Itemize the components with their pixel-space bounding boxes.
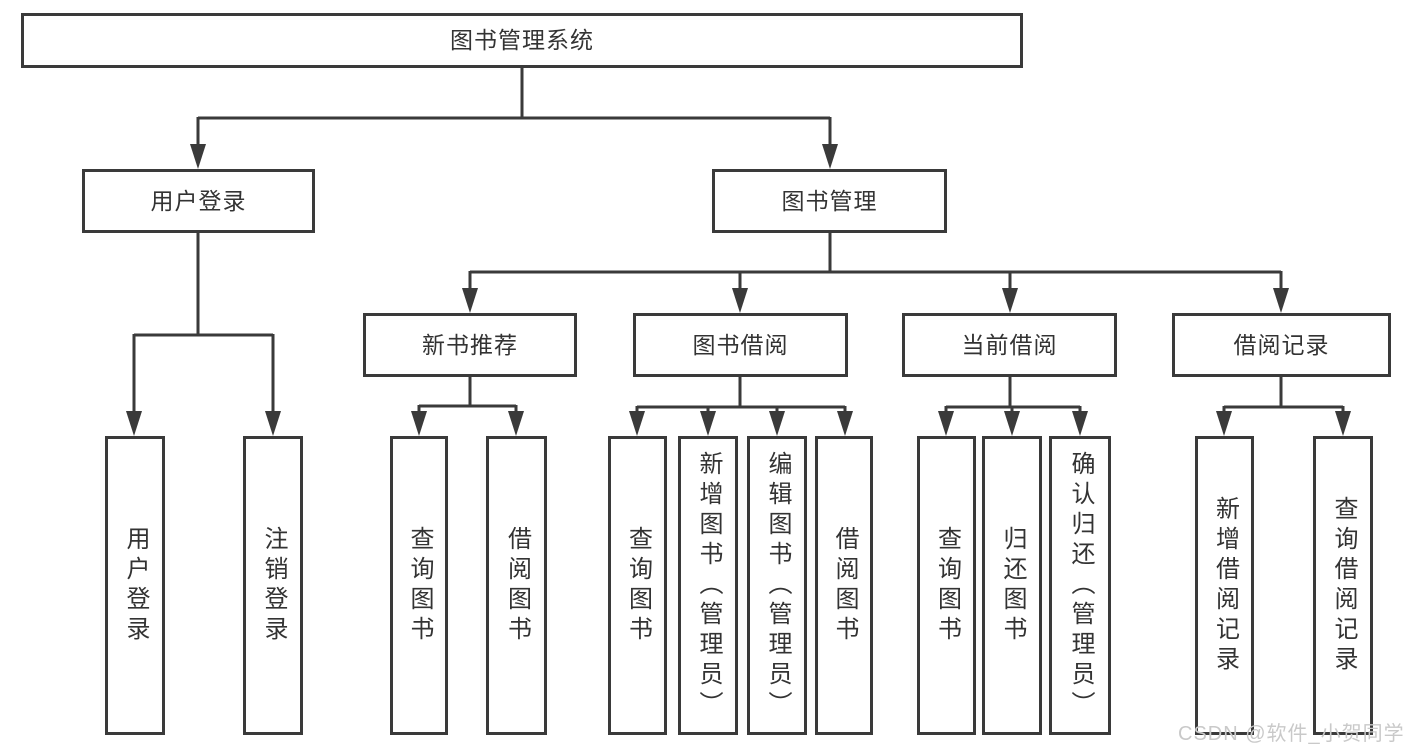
csdn-watermark: CSDN @软件_小贺同学: [1178, 723, 1405, 745]
leaf-add-books-admin: 新增图书（管理员）: [678, 436, 738, 735]
leaf-query-books-current: 查询图书: [917, 436, 976, 735]
leaf-query-books-recommend: 查询图书: [390, 436, 448, 735]
arrowhead-cb-confirm: [1072, 411, 1088, 436]
leaf-user-login: 用户登录: [105, 436, 165, 735]
arrowhead-user-login: [190, 144, 206, 169]
node-user-login: 用户登录: [82, 169, 315, 233]
arrowhead-book-borrow: [732, 288, 748, 313]
node-library-system: 图书管理系统: [21, 13, 1023, 68]
leaf-add-borrow-record: 新增借阅记录: [1195, 436, 1254, 735]
arrowhead-bb-query: [629, 411, 645, 436]
arrowhead-current-borrow: [1002, 288, 1018, 313]
arrowhead-br-add: [1216, 411, 1232, 436]
node-current-borrowing: 当前借阅: [902, 313, 1117, 377]
arrowhead-nb-query: [411, 411, 427, 436]
arrowhead-nb-borrow: [508, 411, 524, 436]
arrowhead-new-book: [462, 288, 478, 313]
leaf-query-borrow-record: 查询借阅记录: [1313, 436, 1373, 735]
arrowhead-leaf-login: [126, 411, 142, 436]
arrowhead-bb-borrow: [837, 411, 853, 436]
leaf-borrow-books-recommend: 借阅图书: [486, 436, 547, 735]
arrowhead-br-query: [1335, 411, 1351, 436]
leaf-query-books-borrowing: 查询图书: [608, 436, 667, 735]
arrowhead-bb-edit: [769, 411, 785, 436]
arrowhead-cb-return: [1004, 411, 1020, 436]
node-new-book-recommend: 新书推荐: [363, 313, 577, 377]
node-book-borrowing: 图书借阅: [633, 313, 848, 377]
arrowhead-borrow-records: [1273, 288, 1289, 313]
arrowhead-book-management: [822, 144, 838, 169]
leaf-logout: 注销登录: [243, 436, 303, 735]
arrowhead-bb-add: [700, 411, 716, 436]
leaf-confirm-return-admin: 确认归还（管理员）: [1049, 436, 1111, 735]
arrowhead-leaf-logout: [265, 411, 281, 436]
leaf-edit-books-admin: 编辑图书（管理员）: [747, 436, 807, 735]
arrowhead-cb-query: [938, 411, 954, 436]
leaf-borrow-books: 借阅图书: [815, 436, 873, 735]
node-borrowing-records: 借阅记录: [1172, 313, 1391, 377]
leaf-return-books: 归还图书: [982, 436, 1042, 735]
node-book-management: 图书管理: [712, 169, 947, 233]
